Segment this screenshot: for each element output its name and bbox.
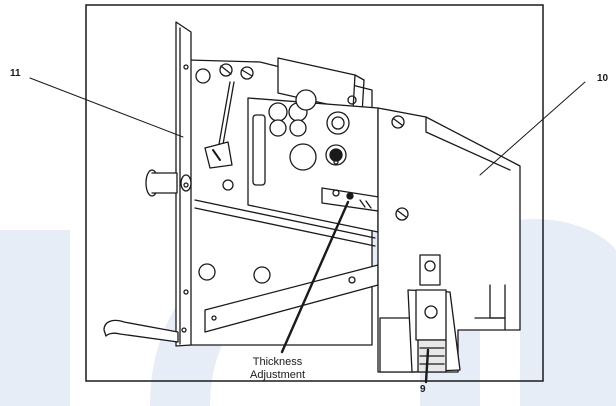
figure-frame xyxy=(85,4,544,382)
callout-thickness-line2: Adjustment xyxy=(250,368,306,381)
hose xyxy=(103,319,179,343)
screw xyxy=(222,179,234,191)
leader-line-thickness xyxy=(280,200,350,354)
switch xyxy=(379,254,461,373)
callout-11: 11 xyxy=(10,68,21,79)
screw xyxy=(253,266,271,284)
screw xyxy=(198,263,216,281)
screw xyxy=(195,68,211,84)
callout-thickness-adjustment: Thickness Adjustment xyxy=(250,356,305,381)
callout-thickness-line1: Thickness xyxy=(252,356,303,368)
callout-9: 9 xyxy=(420,384,426,395)
rail xyxy=(194,199,376,239)
callout-10: 10 xyxy=(597,73,609,84)
latch xyxy=(204,141,233,169)
leader-line-10 xyxy=(479,81,586,176)
linkage-rod xyxy=(217,81,231,151)
leader-line-11 xyxy=(29,77,184,138)
leader-line-9 xyxy=(424,348,430,384)
